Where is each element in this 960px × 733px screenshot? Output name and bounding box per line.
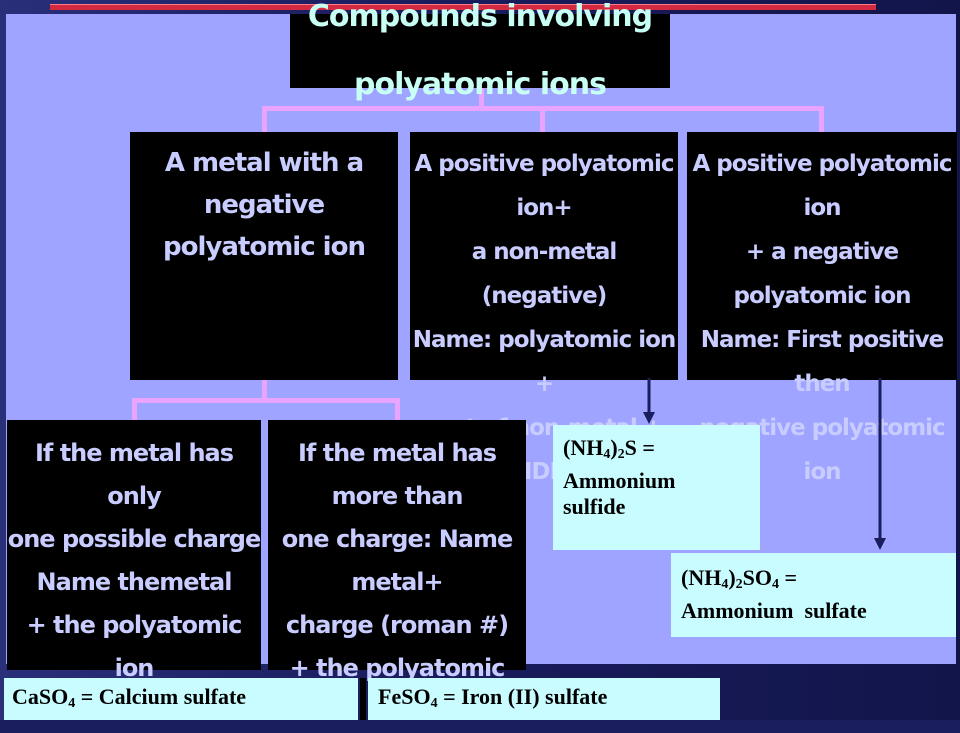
example-calcium-sulfate: CaSO4 = Calcium sulfate (4, 678, 358, 720)
connector-title-stem (479, 88, 484, 108)
arrow-to-sulfate-icon (874, 378, 886, 550)
top-accent-line (50, 4, 876, 10)
box-one-charge: If the metal has only one possible charg… (7, 420, 261, 682)
connector-metal-stem (262, 380, 267, 402)
example-ammonium-sulfide: (NH4)2S = Ammonium sulfide (553, 425, 760, 550)
box-positive-negative-ion: A positive polyatomic ion + a negative p… (687, 132, 957, 485)
arrow-to-sulfide-icon (643, 378, 655, 424)
connector-drop-3 (819, 106, 824, 132)
box-positive-ion-nonmetal: A positive polyatomic ion+ a non-metal (… (410, 132, 678, 485)
example-divider (360, 678, 366, 720)
connector-drop-1 (262, 106, 267, 132)
box-more-charges: If the metal has more than one charge: N… (268, 420, 526, 725)
example-ammonium-sulfate: (NH4)2SO4 = Ammonium sulfate (671, 553, 956, 637)
box-metal-negative-ion: A metal with a negative polyatomic ion (130, 132, 398, 380)
diagram-title: Compounds involving polyatomic ions (290, 0, 670, 102)
connector-drop-2 (540, 106, 545, 132)
connector-bottom-bar (132, 398, 400, 403)
connector-drop-5 (395, 398, 400, 420)
connector-drop-4 (132, 398, 137, 420)
example-iron-sulfate: FeSO4 = Iron (II) sulfate (368, 678, 720, 720)
